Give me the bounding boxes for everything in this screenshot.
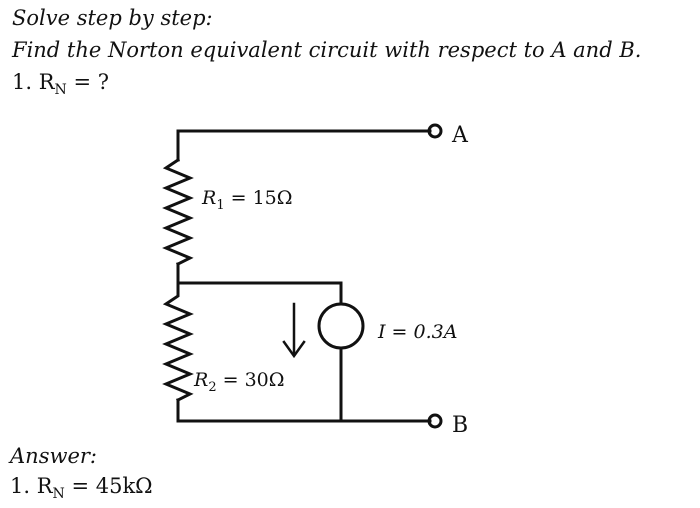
r2-symbol: R [193,369,208,391]
r1-symbol: R [201,187,216,209]
answer-rest: = 45kΩ [64,474,153,498]
r1-label: R1 = 15Ω [201,187,293,213]
r1-sub: 1 [216,198,224,213]
terminal-a-node [427,123,443,139]
current-arrow-head [282,340,306,359]
current-source-circle [317,302,365,350]
terminal-b-label: B [452,413,468,438]
answer-prefix: 1. R [10,474,53,498]
r2-sub: 2 [208,380,216,395]
answer-sub: N [52,486,65,503]
source-label: I = 0.3A [377,321,457,343]
resistor-r2-zigzag [162,281,194,403]
instruction-text: Solve step by step: [12,6,213,30]
r1-value: = 15Ω [225,187,293,209]
r2-value: = 30Ω [217,369,285,391]
question-item-rest: = ? [66,70,109,94]
terminal-b-node [427,413,443,429]
answer-value: 1. RN = 45kΩ [10,474,153,502]
terminal-a-label: A [451,123,469,148]
answer-label: Answer: [10,444,97,468]
question-item: 1. RN = ? [12,70,109,98]
question-item-sub: N [54,82,67,99]
r2-label: R2 = 30Ω [193,369,285,395]
question-text: Find the Norton equivalent circuit with … [12,38,642,62]
question-item-prefix: 1. R [12,70,55,94]
resistor-r1-zigzag [162,157,194,267]
